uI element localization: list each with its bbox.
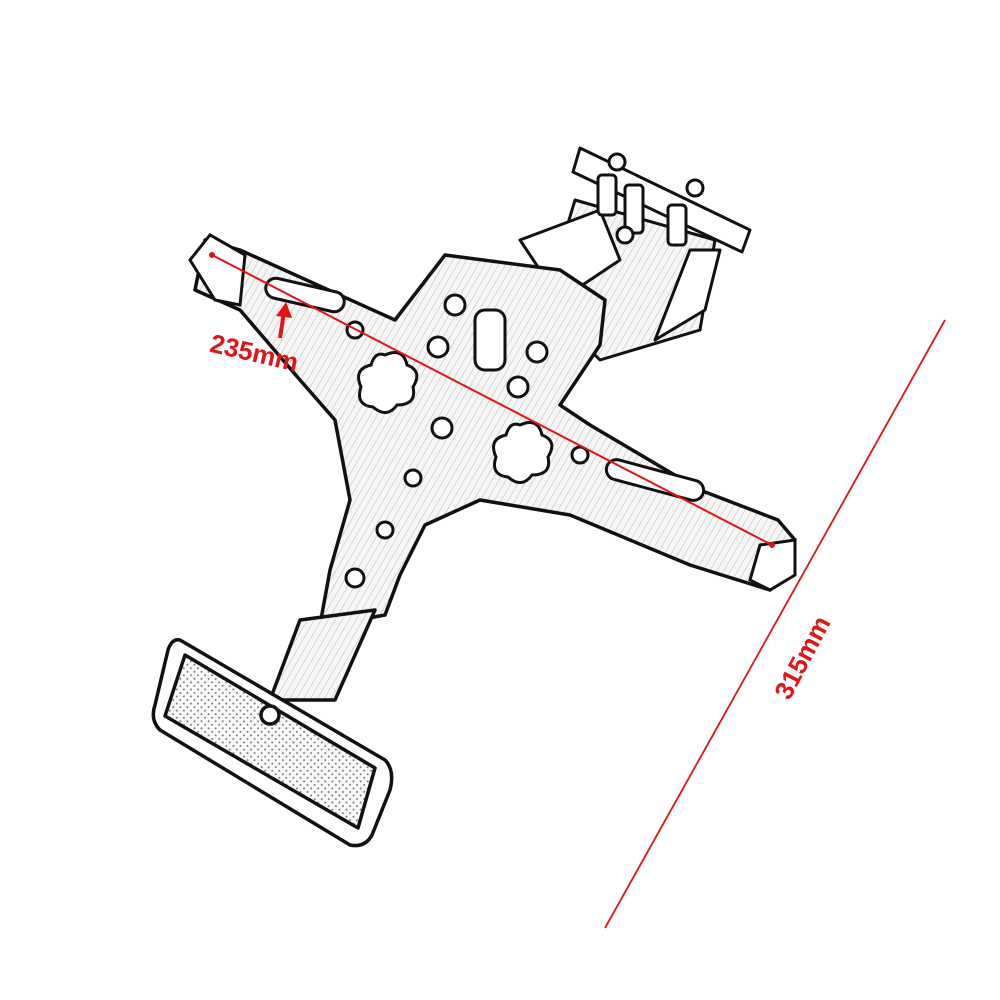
arm-end-caps [188,233,797,592]
adjustment-knob [357,351,554,484]
arm-slots [264,276,706,502]
upper-bolt [596,152,705,247]
dimension-line-315 [604,319,946,929]
rear-reflector [151,637,394,848]
main-plate-body [193,238,797,702]
mounting-holes [344,293,590,589]
dimension-line-235 [209,252,775,548]
